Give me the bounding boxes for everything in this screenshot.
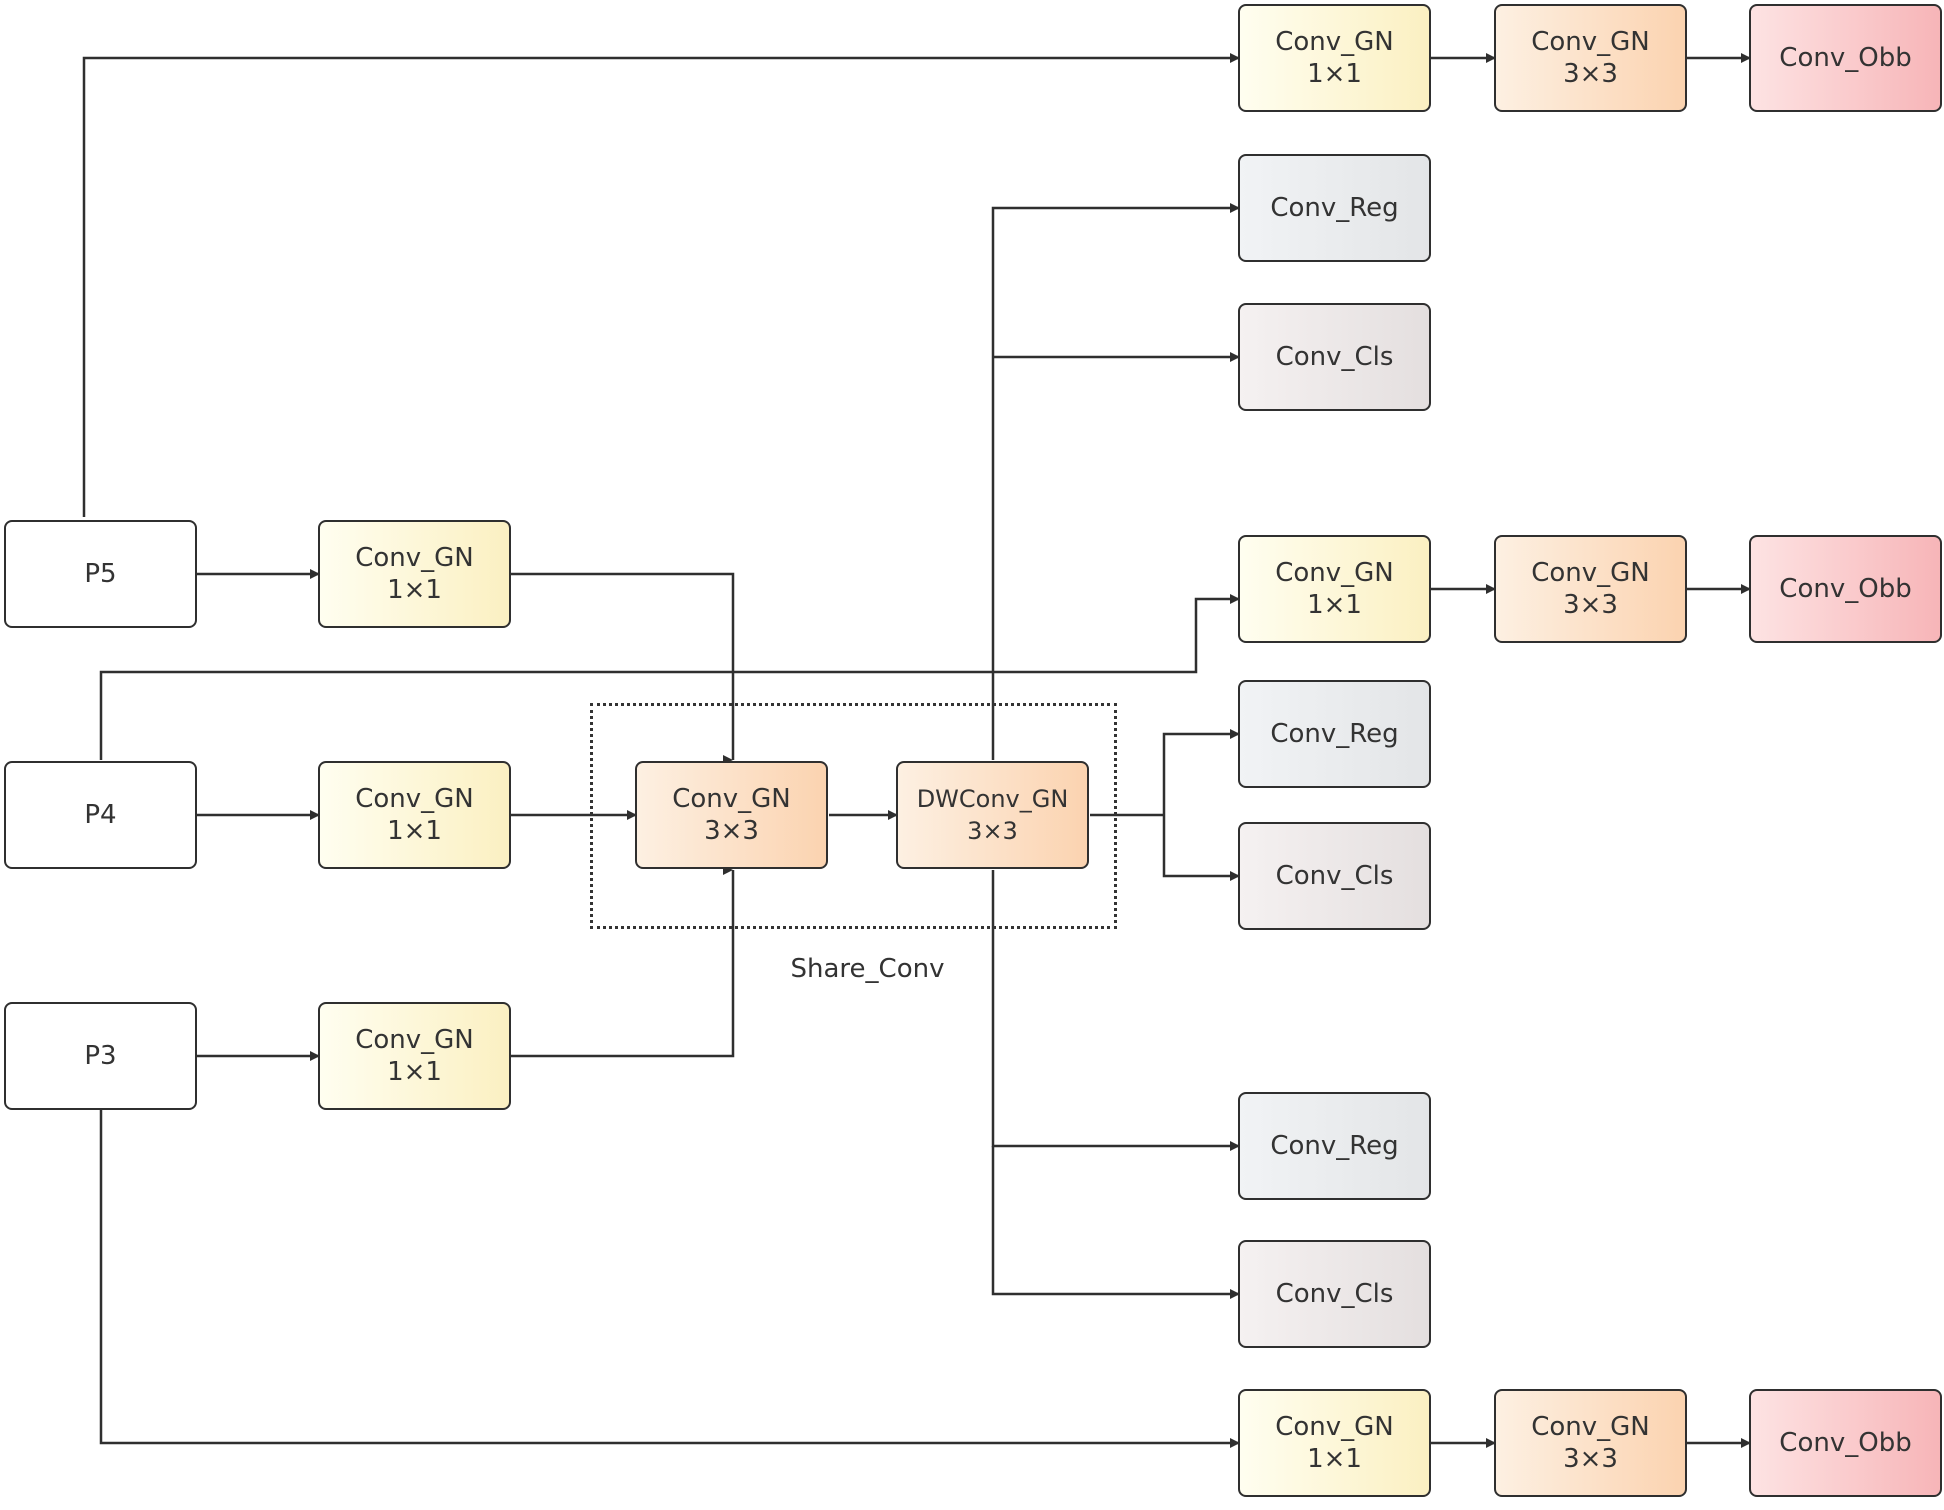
edge-dwconv-to-top-reg xyxy=(991,203,1240,760)
node-name: Conv_GN xyxy=(1275,27,1394,57)
input-p5: P5 xyxy=(4,520,197,628)
node-kernel: 3×3 xyxy=(1563,590,1618,620)
node-name: Conv_GN xyxy=(1275,558,1394,588)
node-name: Conv_GN xyxy=(1531,558,1650,588)
node-name: Conv_GN xyxy=(1531,1412,1650,1442)
edge-p4-to-mid-conv1x1 xyxy=(99,594,1240,760)
bot-obb-conv-gn-3x3: Conv_GN 3×3 xyxy=(1494,1389,1687,1497)
bot-obb-conv-gn-1x1: Conv_GN 1×1 xyxy=(1238,1389,1431,1497)
bot-conv-cls: Conv_Cls xyxy=(1238,1240,1431,1348)
node-name: Conv_Obb xyxy=(1779,43,1912,73)
input-p5-label: P5 xyxy=(84,559,117,589)
mid-obb-conv-gn-1x1: Conv_GN 1×1 xyxy=(1238,535,1431,643)
edge-p3conv-to-share-conv3x3 xyxy=(511,865,735,1058)
node-kernel: 1×1 xyxy=(1307,590,1362,620)
node-name: Conv_Cls xyxy=(1275,342,1394,372)
input-p3: P3 xyxy=(4,1002,197,1110)
node-name: Conv_Obb xyxy=(1779,574,1912,604)
node-kernel: 3×3 xyxy=(967,817,1018,845)
node-name: Conv_GN xyxy=(355,784,474,814)
p4-conv-gn-1x1: Conv_GN 1×1 xyxy=(318,761,511,869)
top-conv-obb: Conv_Obb xyxy=(1749,4,1942,112)
mid-obb-conv-gn-3x3: Conv_GN 3×3 xyxy=(1494,535,1687,643)
node-kernel: 1×1 xyxy=(1307,59,1362,89)
mid-conv-obb: Conv_Obb xyxy=(1749,535,1942,643)
edge-dwconv-to-bot-cls xyxy=(991,1146,1240,1299)
node-kernel: 1×1 xyxy=(387,816,442,846)
shared-dwconv-gn-3x3: DWConv_GN 3×3 xyxy=(896,761,1089,869)
bot-conv-obb: Conv_Obb xyxy=(1749,1389,1942,1497)
share-conv-group xyxy=(590,703,1117,929)
input-p3-label: P3 xyxy=(84,1041,117,1071)
node-kernel: 1×1 xyxy=(1307,1444,1362,1474)
node-name: Conv_Reg xyxy=(1270,719,1399,749)
p3-conv-gn-1x1: Conv_GN 1×1 xyxy=(318,1002,511,1110)
mid-conv-cls: Conv_Cls xyxy=(1238,822,1431,930)
node-kernel: 1×1 xyxy=(387,1057,442,1087)
input-p4-label: P4 xyxy=(84,800,117,830)
node-name: Conv_Reg xyxy=(1270,193,1399,223)
top-obb-conv-gn-3x3: Conv_GN 3×3 xyxy=(1494,4,1687,112)
node-name: DWConv_GN xyxy=(916,785,1069,813)
node-kernel: 3×3 xyxy=(1563,59,1618,89)
node-name: Conv_GN xyxy=(1275,1412,1394,1442)
edge-dwconv-to-mid-cls xyxy=(1162,815,1240,881)
node-name: Conv_GN xyxy=(355,1025,474,1055)
node-kernel: 1×1 xyxy=(387,575,442,605)
mid-conv-reg: Conv_Reg xyxy=(1238,680,1431,788)
node-name: Conv_GN xyxy=(672,784,791,814)
node-name: Conv_Obb xyxy=(1779,1428,1912,1458)
edge-dwconv-to-mid-reg xyxy=(1162,729,1240,815)
node-kernel: 3×3 xyxy=(1563,1444,1618,1474)
node-name: Conv_Reg xyxy=(1270,1131,1399,1161)
top-obb-conv-gn-1x1: Conv_GN 1×1 xyxy=(1238,4,1431,112)
share-conv-label: Share_Conv xyxy=(790,954,945,984)
p5-conv-gn-1x1: Conv_GN 1×1 xyxy=(318,520,511,628)
node-kernel: 3×3 xyxy=(704,816,759,846)
edge-p3-to-bot-conv1x1 xyxy=(99,1110,1240,1448)
bot-conv-reg: Conv_Reg xyxy=(1238,1092,1431,1200)
shared-conv-gn-3x3: Conv_GN 3×3 xyxy=(635,761,828,869)
node-name: Conv_GN xyxy=(355,543,474,573)
top-conv-cls: Conv_Cls xyxy=(1238,303,1431,411)
edge-p5conv-to-share-conv3x3 xyxy=(511,572,735,765)
edge-p5-to-top-conv1x1 xyxy=(82,53,1240,517)
node-name: Conv_Cls xyxy=(1275,861,1394,891)
node-name: Conv_GN xyxy=(1531,27,1650,57)
node-name: Conv_Cls xyxy=(1275,1279,1394,1309)
top-conv-reg: Conv_Reg xyxy=(1238,154,1431,262)
input-p4: P4 xyxy=(4,761,197,869)
